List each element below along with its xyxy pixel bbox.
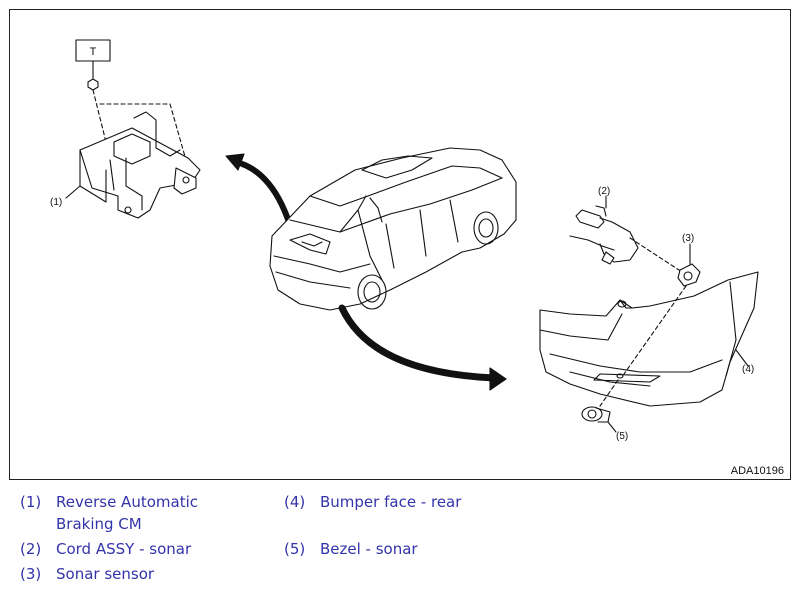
legend-number: (2) [20,540,42,558]
sonar-bezel [581,406,611,423]
control-module [79,111,201,219]
legend-number: (5) [284,540,306,558]
guide-line [629,237,683,273]
sonar-sensor [677,263,701,287]
arrow-to-bumper [338,304,498,382]
guide-line [623,285,687,375]
legend-number: (1) [20,493,42,511]
callout-1: (1) [50,197,62,208]
vehicle [269,147,517,311]
guide-line [99,103,187,161]
torque-label: T [90,46,97,58]
leader-1 [65,185,81,199]
parts-diagram: T (1) (2) (3) (4) (5) [50,39,759,442]
legend-number: (3) [20,565,42,583]
sonar-cord [569,205,639,265]
leader-4 [735,349,749,367]
legend-text: Sonar sensor [56,565,155,583]
guide-line [599,379,619,407]
arrow-head-module [225,153,245,171]
callout-4: (4) [742,364,754,375]
legend-number: (4) [284,493,306,511]
arrow-head-bumper [489,367,507,391]
diagram-figure: T (1) (2) (3) (4) (5) ADA10196 [9,9,791,480]
callout-3: (3) [682,233,694,244]
nut [87,78,99,91]
figure-code: ADA10196 [730,465,784,477]
legend-text: Bumper face - rear [320,493,462,511]
callout-2: (2) [598,186,610,197]
leader-5 [607,421,617,433]
arrow-to-module [233,159,295,235]
legend-text: Reverse Automatic Braking CM [56,493,198,533]
legend-text: Bezel - sonar [320,540,418,558]
legend-text: Cord ASSY - sonar [56,540,192,558]
callout-5: (5) [616,431,628,442]
